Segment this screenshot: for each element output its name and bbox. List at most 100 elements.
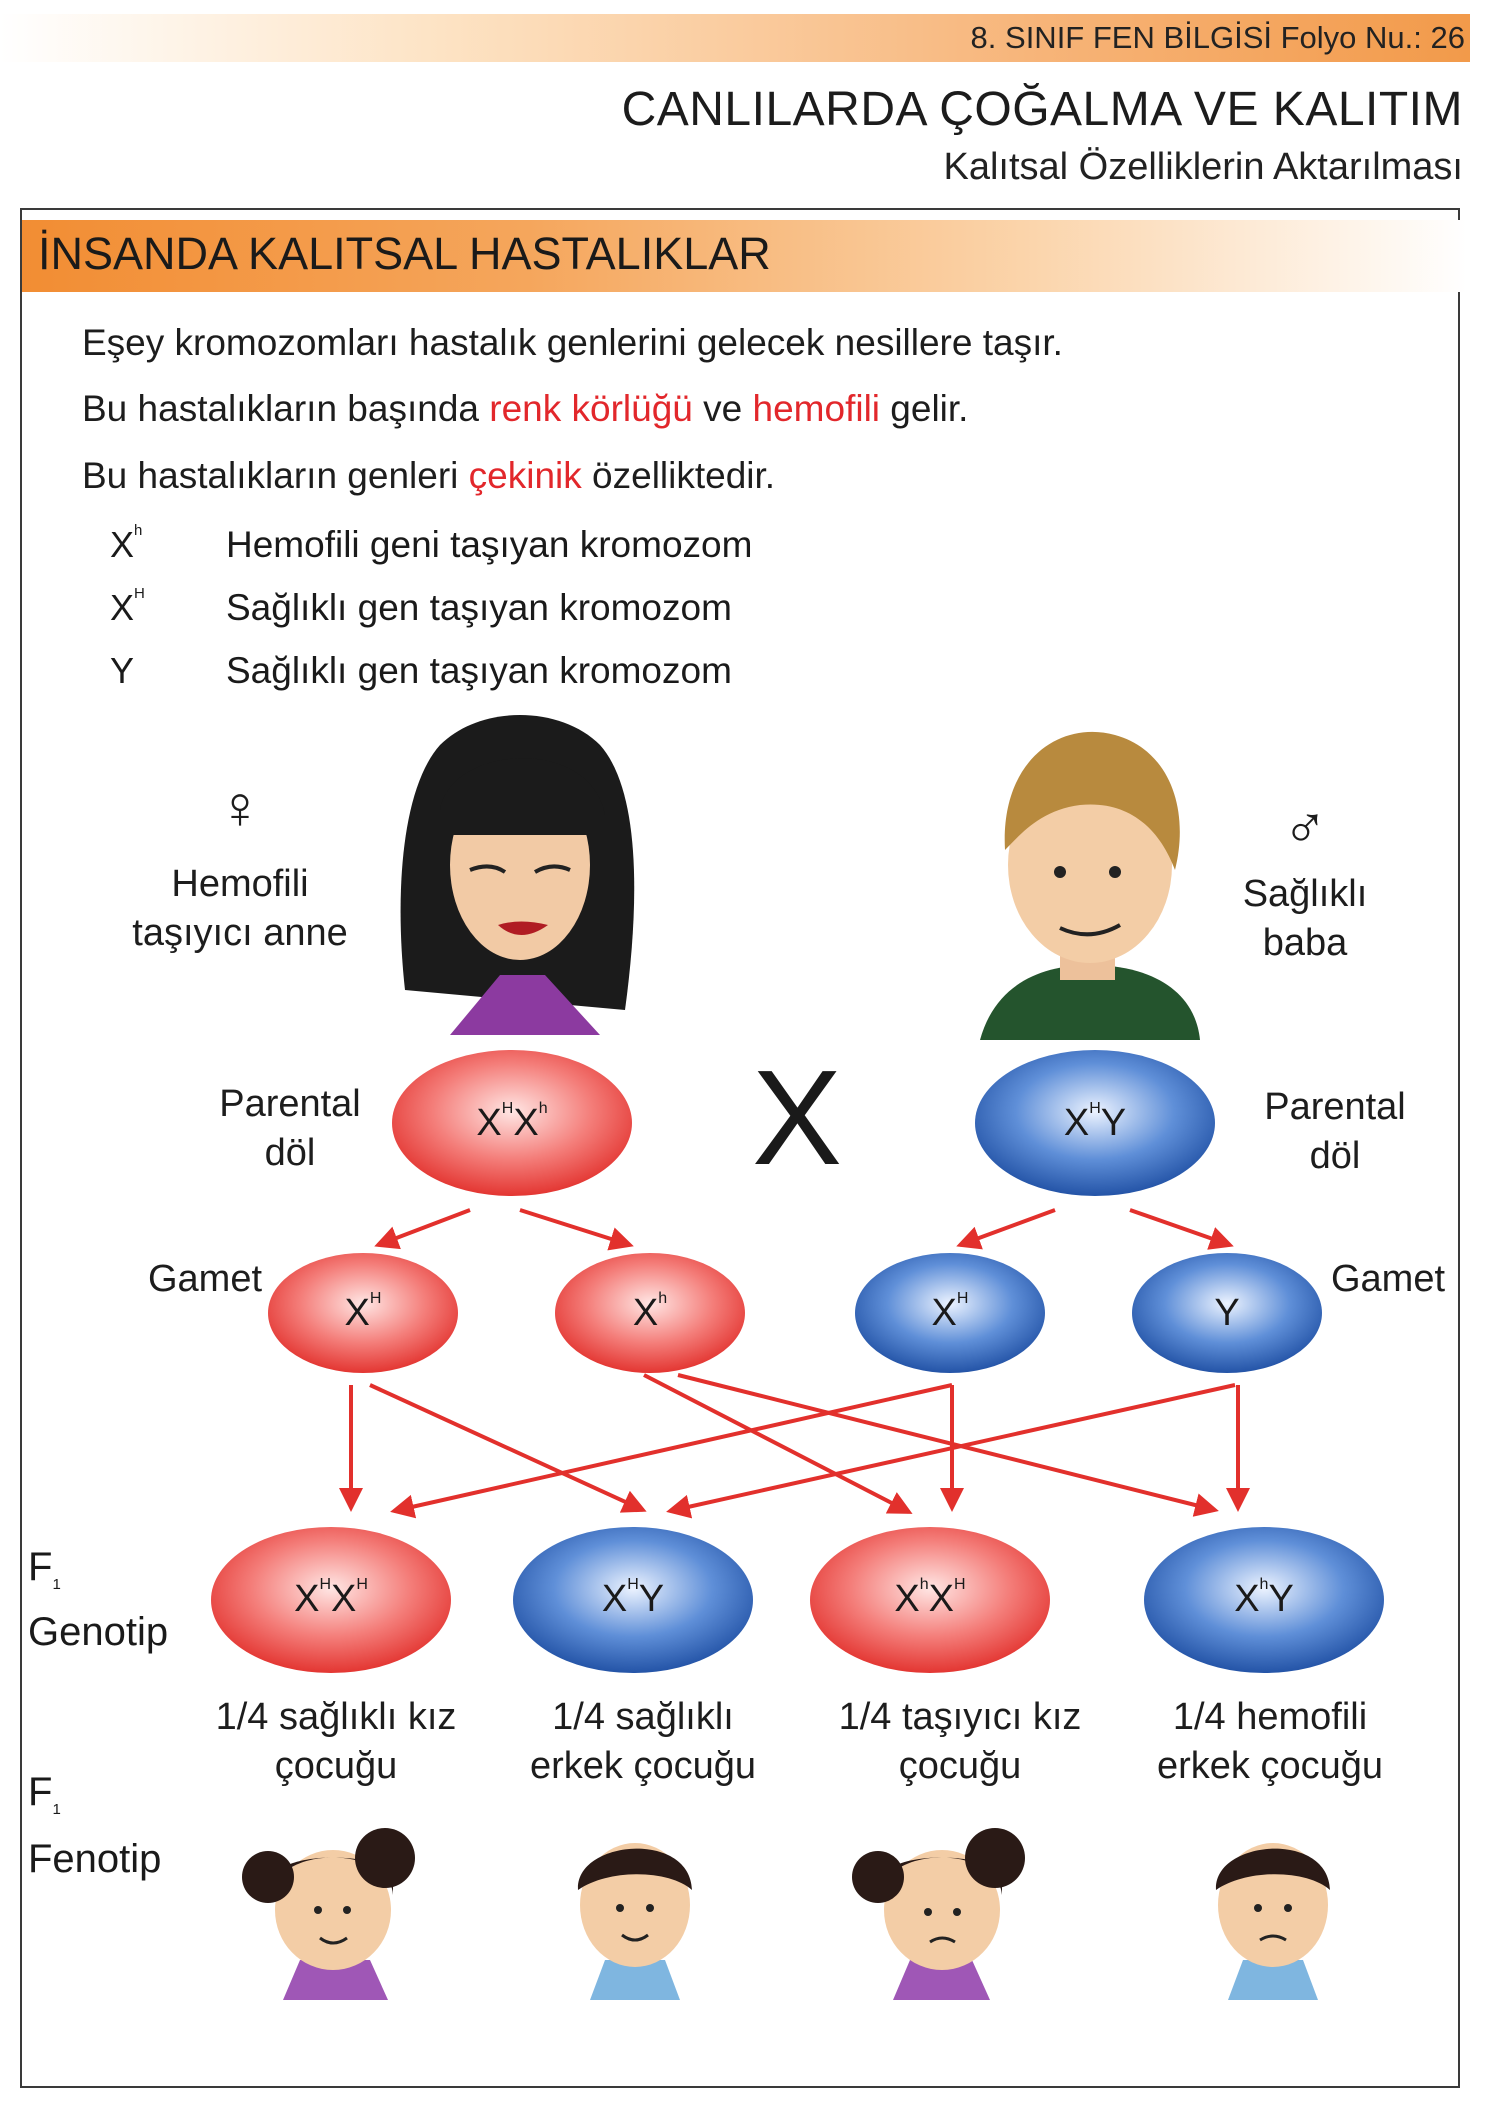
offspring-genotype: XHXH xyxy=(294,1576,368,1621)
highlight-term: hemofili xyxy=(752,388,881,429)
gamete-oval xyxy=(855,1253,1045,1373)
gamete-oval xyxy=(268,1253,458,1373)
gamete-oval xyxy=(555,1253,745,1373)
offspring-desc-line: 1/4 hemofili xyxy=(1172,1696,1368,1738)
f1-phenotype-caption: F1 xyxy=(28,1770,61,1818)
allele: Y xyxy=(1268,1578,1294,1620)
intro-text: gelir. xyxy=(880,388,969,429)
gamet-label-right: Gamet xyxy=(1330,1258,1446,1300)
offspring-oval xyxy=(1144,1527,1384,1673)
allele: X xyxy=(294,1578,320,1620)
fenotip-label: Fenotip xyxy=(28,1837,162,1881)
offspring-desc-line: 1/4 sağlıklı xyxy=(552,1696,734,1738)
legend-symbol: Y xyxy=(110,650,134,692)
allele-sup: H xyxy=(369,1290,382,1307)
allele-sup: h xyxy=(919,1576,929,1593)
genotip-label: Genotip xyxy=(28,1610,169,1654)
allele-sup: H xyxy=(954,1576,966,1593)
f-subscript: 1 xyxy=(52,1576,61,1593)
legend-symbol: Xh xyxy=(110,522,142,566)
father-genotype-oval xyxy=(975,1050,1215,1196)
f1-genotype-caption: F1 xyxy=(28,1545,61,1593)
gamete-genotype: Xh xyxy=(632,1290,668,1335)
gamete-genotype: XH xyxy=(345,1290,382,1335)
offspring-desc-line: 1/4 taşıyıcı kız xyxy=(838,1696,1082,1738)
parent-gamete-arrows xyxy=(374,1208,1234,1251)
child-boy-figure xyxy=(577,1843,692,2000)
offspring-description: 1/4 hemofili erkek çocuğu xyxy=(1120,1693,1420,1790)
offspring-desc-line: erkek çocuğu xyxy=(529,1744,756,1787)
allele: X xyxy=(331,1578,357,1620)
allele: X xyxy=(601,1578,628,1620)
female-symbol-icon: ♀ xyxy=(217,774,263,841)
father-label-line: Sağlıklı xyxy=(1242,873,1368,915)
parental-line: Parental xyxy=(219,1083,361,1125)
allele: X xyxy=(476,1102,502,1144)
gamete-offspring-arrows xyxy=(339,1373,1250,1519)
mother-label-line: Hemofili xyxy=(171,863,309,905)
page-title: CANLILARDA ÇOĞALMA VE KALITIM xyxy=(621,83,1463,136)
legend-text: Sağlıklı gen taşıyan kromozom xyxy=(226,650,732,691)
father-label: Sağlıklı baba xyxy=(1180,870,1430,967)
offspring-description: 1/4 taşıyıcı kız çocuğu xyxy=(800,1693,1120,1790)
offspring-oval xyxy=(211,1527,451,1673)
parental-line: döl xyxy=(1309,1134,1361,1177)
allele: X xyxy=(928,1578,955,1620)
offspring-genotype: XhY xyxy=(1234,1576,1294,1621)
page-subtitle: Kalıtsal Özelliklerin Aktarılması xyxy=(943,146,1464,188)
allele-sup: h xyxy=(1259,1576,1269,1593)
father-label-line: baba xyxy=(1262,921,1348,964)
gamete-genotype: XH xyxy=(932,1290,969,1335)
highlight-term: çekinik xyxy=(468,455,582,496)
allele-sup: H xyxy=(356,1576,368,1593)
allele-sup: H xyxy=(319,1576,331,1593)
intro-text: Bu hastalıkların genleri xyxy=(82,455,469,496)
f-letter: F xyxy=(28,1770,53,1814)
legend-base: X xyxy=(110,587,135,628)
allele: Y xyxy=(1214,1292,1240,1334)
intro-text: Bu hastalıkların başında xyxy=(82,388,490,429)
content-frame xyxy=(20,208,1460,2088)
gamet-label-left: Gamet xyxy=(147,1258,263,1300)
offspring-oval xyxy=(810,1527,1050,1673)
cross-sign: X xyxy=(752,1042,843,1193)
allele: X xyxy=(632,1292,659,1334)
section-band xyxy=(22,220,1467,292)
child-girl-figure xyxy=(242,1828,415,2000)
legend-base: X xyxy=(110,524,135,565)
offspring-desc-line: erkek çocuğu xyxy=(1156,1744,1383,1787)
f-subscript: 1 xyxy=(52,1801,61,1818)
allele: X xyxy=(1234,1578,1260,1620)
offspring-genotype: XhXH xyxy=(894,1576,966,1621)
f-letter: F xyxy=(28,1545,53,1589)
legend-text: Sağlıklı gen taşıyan kromozom xyxy=(226,587,732,628)
father-figure xyxy=(980,731,1200,1040)
legend-symbol: XH xyxy=(110,585,145,629)
offspring-genotype: XHY xyxy=(601,1576,664,1621)
allele: X xyxy=(513,1102,539,1144)
allele-sup: h xyxy=(658,1290,668,1307)
allele-sup: H xyxy=(501,1100,514,1117)
legend-text: Hemofili geni taşıyan kromozom xyxy=(226,524,753,565)
intro-line-1: Eşey kromozomları hastalık genlerini gel… xyxy=(82,322,1063,364)
child-girl-figure xyxy=(852,1828,1025,2000)
allele: X xyxy=(894,1578,920,1620)
offspring-desc-line: çocuğu xyxy=(274,1744,398,1787)
gamete-genotype: Y xyxy=(1214,1292,1239,1335)
mother-genotype-oval xyxy=(392,1050,632,1196)
mother-figure xyxy=(400,715,635,1035)
intro-text: Eşey kromozomları hastalık genlerini gel… xyxy=(82,322,1063,363)
allele-sup: H xyxy=(956,1290,969,1307)
folio-label: 8. SINIF FEN BİLGİSİ Folyo Nu.: 26 xyxy=(970,20,1465,55)
legend-base: Y xyxy=(110,650,135,691)
legend-sup: H xyxy=(134,585,145,602)
allele: Y xyxy=(1100,1102,1127,1144)
mother-genotype: XHXh xyxy=(476,1100,547,1145)
intro-line-3: Bu hastalıkların genleri çekinik özellik… xyxy=(82,455,775,497)
offspring-desc-line: çocuğu xyxy=(898,1744,1022,1787)
allele-sup: H xyxy=(1089,1100,1101,1117)
highlight-term: renk körlüğü xyxy=(489,388,693,429)
